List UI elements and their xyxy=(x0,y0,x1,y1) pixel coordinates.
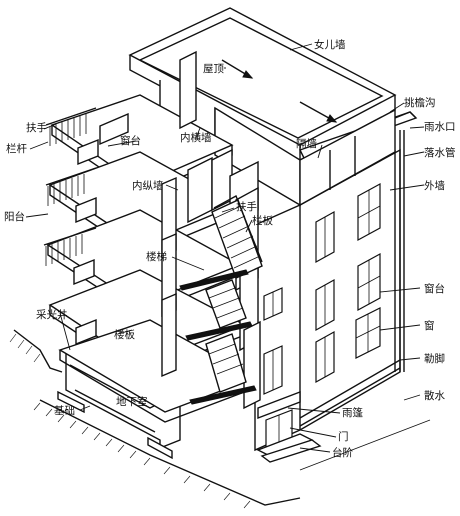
label-eaves-gutter: 挑檐沟 xyxy=(404,96,436,109)
window xyxy=(357,182,381,242)
label-stairs: 楼梯 xyxy=(146,250,167,263)
labels: 女儿墙 屋顶 挑檐沟 雨水口 落水管 外墙 隔墙 内横墙 内纵墙 窗台 扶手 栏… xyxy=(4,38,456,459)
window xyxy=(263,287,283,321)
label-handrail-left: 扶手 xyxy=(26,121,47,134)
label-parapet: 女儿墙 xyxy=(314,38,346,51)
basement-structure xyxy=(57,350,181,460)
label-basement: 地下室 xyxy=(116,395,148,408)
label-partition-wall: 隔墙 xyxy=(296,137,317,150)
label-steps: 台阶 xyxy=(332,446,353,459)
leader-lines xyxy=(25,43,425,453)
label-handrail-stair: 扶手 xyxy=(236,200,257,213)
exterior-windows xyxy=(263,182,381,395)
label-lightwell: 采光井 xyxy=(36,308,68,321)
window xyxy=(315,210,335,264)
ground xyxy=(33,399,431,509)
label-railing-left: 栏杆 xyxy=(6,142,27,155)
label-roof: 屋顶 xyxy=(203,63,224,75)
label-railing-stair: 栏板 xyxy=(252,214,273,227)
floor-slabs xyxy=(46,94,257,423)
window xyxy=(315,278,335,332)
stairs xyxy=(179,195,263,405)
label-canopy: 雨篷 xyxy=(342,406,363,419)
label-inner-long-wall: 内纵墙 xyxy=(132,179,164,192)
label-window-sill: 窗台 xyxy=(120,134,141,147)
label-window-sill-right: 窗台 xyxy=(424,282,445,295)
label-plinth: 勒脚 xyxy=(424,352,445,365)
balcony-railings xyxy=(43,107,97,266)
downpipe xyxy=(399,130,405,372)
label-inner-cross-wall: 内横墙 xyxy=(180,131,212,144)
label-exterior-wall: 外墙 xyxy=(424,179,445,192)
window xyxy=(315,330,335,384)
label-downpipe: 落水管 xyxy=(424,146,456,159)
window xyxy=(263,345,283,395)
label-apron: 散水 xyxy=(424,389,445,402)
label-foundation: 基础 xyxy=(54,404,75,417)
label-floor-slab: 楼板 xyxy=(114,328,135,341)
label-door: 门 xyxy=(338,430,349,443)
canopy xyxy=(257,390,301,420)
label-window: 窗 xyxy=(424,319,435,332)
window xyxy=(355,307,381,359)
window xyxy=(357,252,381,312)
label-balcony: 阳台 xyxy=(4,210,25,223)
entrance xyxy=(256,390,322,463)
label-rain-outlet: 雨水口 xyxy=(424,121,456,133)
lightwell-terrain xyxy=(9,329,63,373)
